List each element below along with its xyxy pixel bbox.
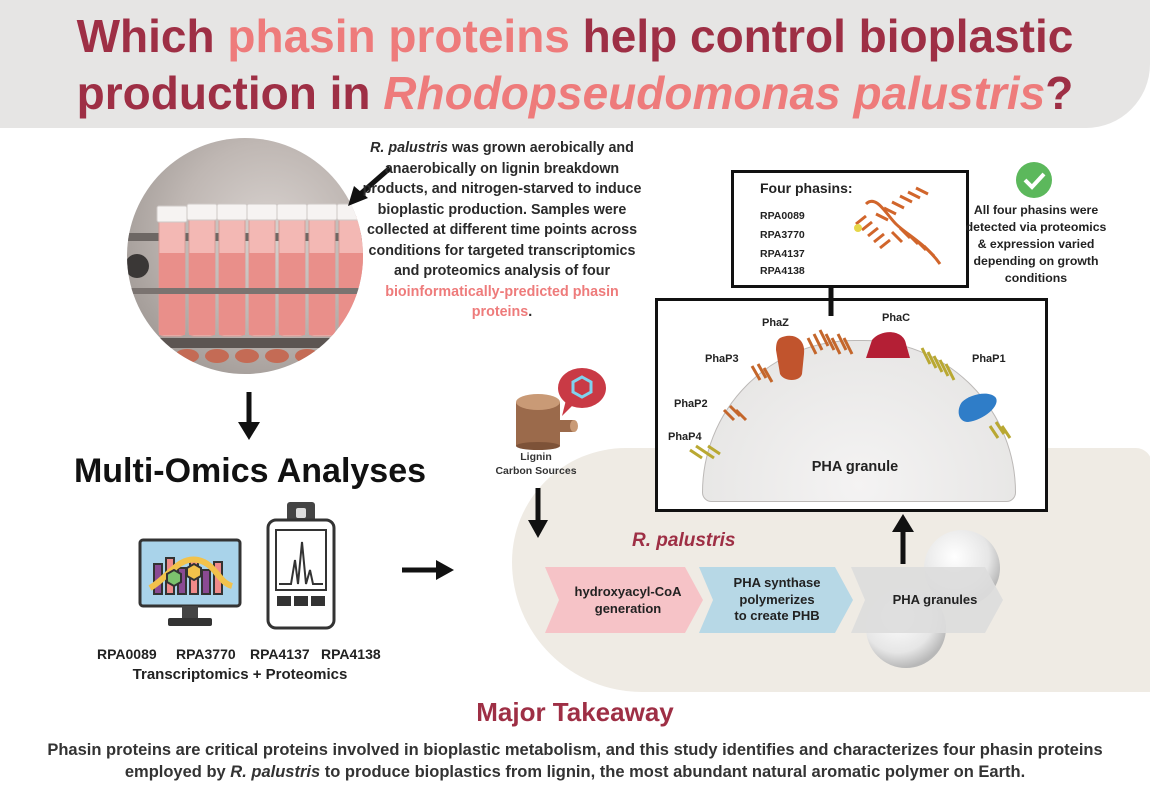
step-label-line: polymerizes: [739, 591, 815, 607]
organism-name: R. palustris: [370, 140, 448, 156]
gene-id: RPA4137: [250, 646, 310, 662]
step-1-chevron: [545, 567, 703, 633]
phaz-protein-shape: [776, 335, 805, 380]
protein-label-phap1: PhaP1: [972, 353, 1006, 365]
step-label-line: PHA granules: [892, 592, 978, 607]
title-highlight: phasin proteins: [227, 10, 570, 62]
culture-tubes-illustration: [127, 203, 363, 363]
granule-proteins: [689, 329, 1012, 460]
method-text-end: .: [528, 304, 533, 320]
phasin-helix-f: [988, 421, 1012, 439]
four-phasins-title: Four phasins:: [760, 180, 853, 196]
omics-method-label: Transcriptomics + Proteomics: [132, 666, 348, 683]
step-label-line: to create PHB: [734, 608, 820, 623]
multi-omics-title: Multi-Omics Analyses: [73, 452, 427, 490]
phasin-id: RPA0089: [760, 210, 805, 222]
arrow-down-icon: [238, 392, 260, 440]
highlight-text: bioinformatically-predicted phasin prote…: [385, 283, 619, 321]
title-part: Which: [76, 10, 228, 62]
protein-label-phac: PhaC: [882, 312, 911, 324]
takeaway-organism: R. palustris: [230, 763, 321, 781]
protein-label-phap2: PhaP2: [674, 398, 708, 410]
arrow-to-photo: [348, 166, 392, 206]
phasin-structure-icon: [854, 186, 942, 265]
proteomics-device-icon: [266, 502, 336, 630]
phasin-helix-a: [806, 329, 854, 355]
arrow-up-icon: [892, 514, 914, 564]
protein-label-phap4: PhaP4: [668, 431, 702, 443]
gene-id: RPA3770: [176, 646, 236, 662]
step-label-line: PHA synthase: [733, 575, 821, 590]
step-3-label: PHA granules: [870, 592, 1000, 609]
checkmark-icon: [1023, 172, 1046, 190]
title-banner: [0, 0, 1150, 128]
title-organism: Rhodopseudomonas palustris: [383, 67, 1046, 119]
phasin-helix-b: [750, 363, 774, 383]
takeaway-text: Phasin proteins are critical proteins in…: [40, 739, 1110, 783]
pha-process-steps: [545, 567, 1003, 633]
protein-label-phap3: PhaP3: [705, 353, 739, 365]
step-2-chevron: [699, 567, 853, 633]
step-3-chevron: [851, 567, 1003, 633]
title-part: ?: [1045, 67, 1074, 119]
gene-id: RPA4138: [321, 646, 381, 662]
step-label-line: generation: [594, 600, 662, 616]
organism-label: R. palustris: [632, 530, 736, 551]
gene-id: RPA0089: [97, 646, 157, 662]
takeaway-title: Major Takeaway: [476, 697, 674, 727]
step-label-line: hydroxyacyl-CoA: [574, 584, 682, 599]
culture-tubes-photo: [127, 138, 363, 374]
arrow-down-icon: [528, 488, 548, 538]
phasin-helix-c: [722, 404, 748, 422]
takeaway-text-part: Phasin proteins are critical proteins in…: [47, 741, 1103, 781]
phap1-protein-shape: [958, 393, 997, 422]
phasin-helix-e: [689, 444, 721, 460]
title-part: help control bioplastic production in: [76, 10, 1074, 119]
lignin-stump-icon: [516, 368, 606, 450]
arrow-right-icon: [402, 560, 454, 580]
phasin-id: RPA3770: [760, 229, 805, 241]
phasin-id: RPA4137: [760, 248, 805, 260]
protein-label-phaz: PhaZ: [762, 317, 789, 329]
check-circle-icon: [1016, 162, 1052, 198]
lignin-label-line: Lignin: [520, 451, 552, 463]
result-note: All four phasins were detected via prote…: [965, 203, 1107, 285]
phac-protein-shape: [866, 332, 910, 358]
page-title: Which phasin proteins help control biopl…: [20, 8, 1130, 122]
method-text: was grown aerobically and anaerobically …: [362, 140, 642, 279]
phasin-helix-d: [920, 347, 956, 381]
transcriptomics-monitor-icon: [138, 538, 242, 626]
lignin-label-line: Carbon Sources: [495, 465, 577, 477]
method-description: R. palustris was grown aerobically and a…: [360, 138, 644, 323]
phasin-id: RPA4138: [760, 265, 805, 277]
four-phasins-panel: [731, 170, 969, 288]
takeaway-text-part: to produce bioplastics from lignin, the …: [320, 763, 1026, 781]
pha-granule-label: PHA granule: [811, 459, 899, 475]
